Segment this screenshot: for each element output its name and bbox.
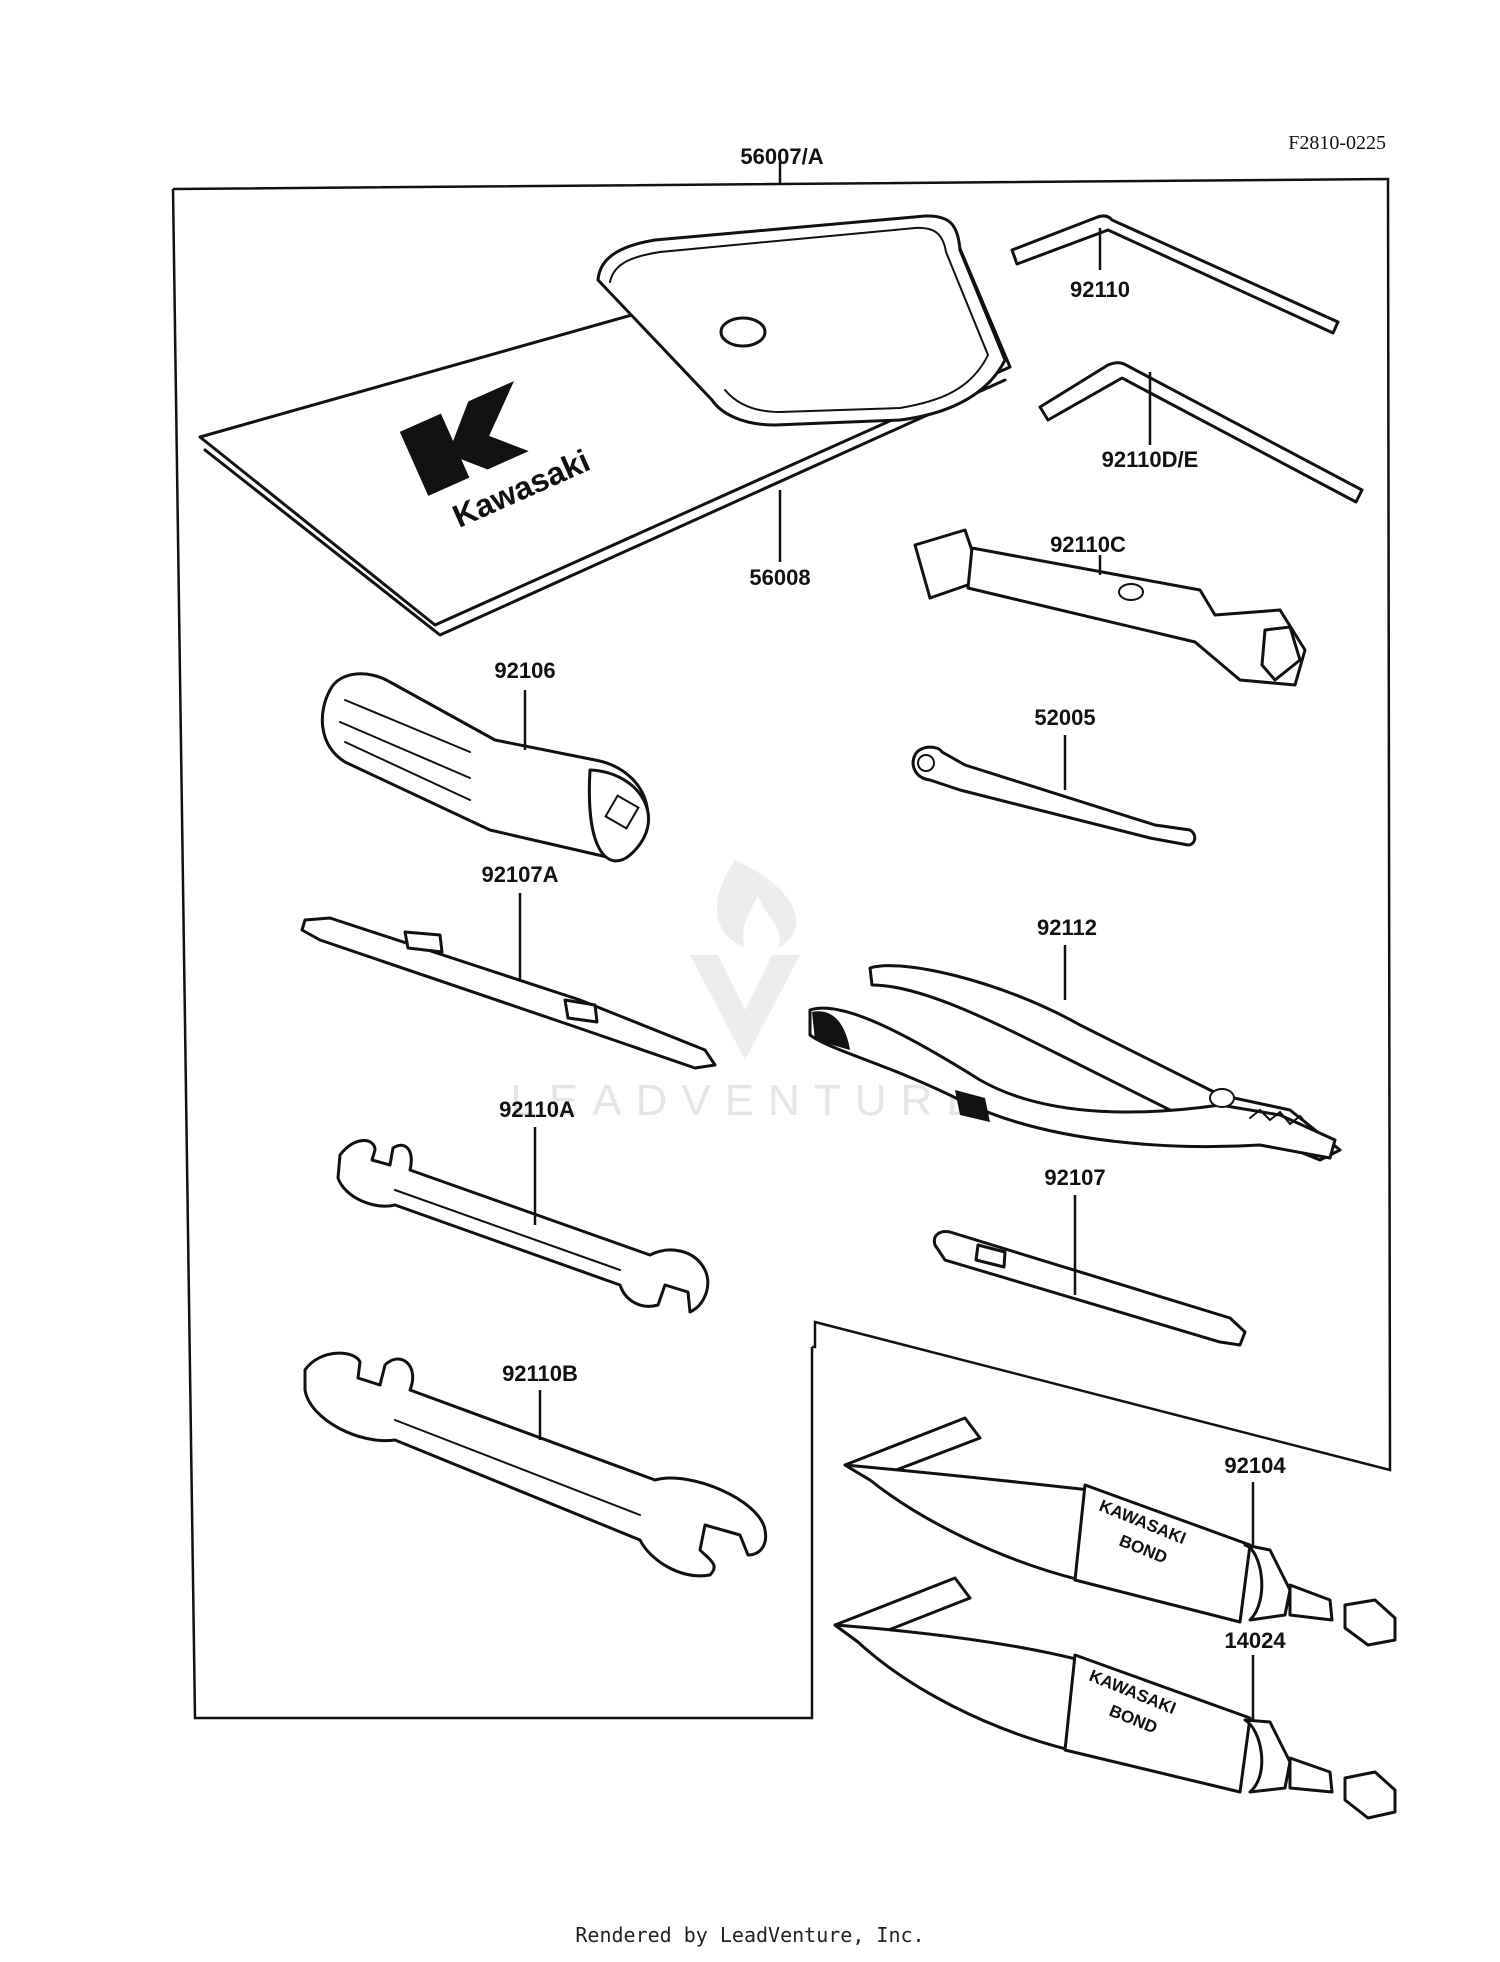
screwdriver-bit xyxy=(932,1230,1247,1347)
hex-wrench-de xyxy=(1038,361,1364,504)
screwdriver-blade xyxy=(300,916,717,1070)
label-92110: 92110 xyxy=(1070,277,1130,302)
screwdriver-handle xyxy=(320,672,650,863)
extension-bar xyxy=(911,745,1197,847)
label-92110a: 92110A xyxy=(499,1097,575,1122)
open-end-wrench-b xyxy=(303,1351,768,1578)
kit-outline-frame xyxy=(172,177,1392,1472)
hex-wrench xyxy=(1010,214,1340,335)
label-92110c: 92110C xyxy=(1050,532,1126,557)
label-92104: 92104 xyxy=(1224,1453,1286,1478)
kit-outline-frame-left xyxy=(171,188,814,1720)
watermark-logo xyxy=(690,860,800,1060)
open-end-wrench-a xyxy=(336,1139,710,1314)
footer-credit: Rendered by LeadVenture, Inc. xyxy=(575,1923,925,1947)
label-92107a: 92107A xyxy=(481,862,558,887)
bond-tube-2: KAWASAKI BOND xyxy=(833,1576,1397,1820)
kit-label: 56007/A xyxy=(740,144,823,169)
spark-plug-wrench xyxy=(913,528,1307,687)
pliers xyxy=(808,964,1342,1162)
label-14024: 14024 xyxy=(1224,1628,1286,1653)
diagram-code: F2810-0225 xyxy=(1288,132,1386,154)
label-92110de: 92110D/E xyxy=(1102,447,1199,472)
label-92106: 92106 xyxy=(494,658,555,683)
tool-pouch: Kawasaki xyxy=(198,214,1012,637)
label-92107: 92107 xyxy=(1044,1165,1105,1190)
label-56008: 56008 xyxy=(749,565,810,590)
label-92112: 92112 xyxy=(1037,915,1097,940)
label-52005: 52005 xyxy=(1034,705,1095,730)
watermark-text: LEADVENTURE xyxy=(510,1076,989,1125)
label-92110b: 92110B xyxy=(502,1361,578,1386)
